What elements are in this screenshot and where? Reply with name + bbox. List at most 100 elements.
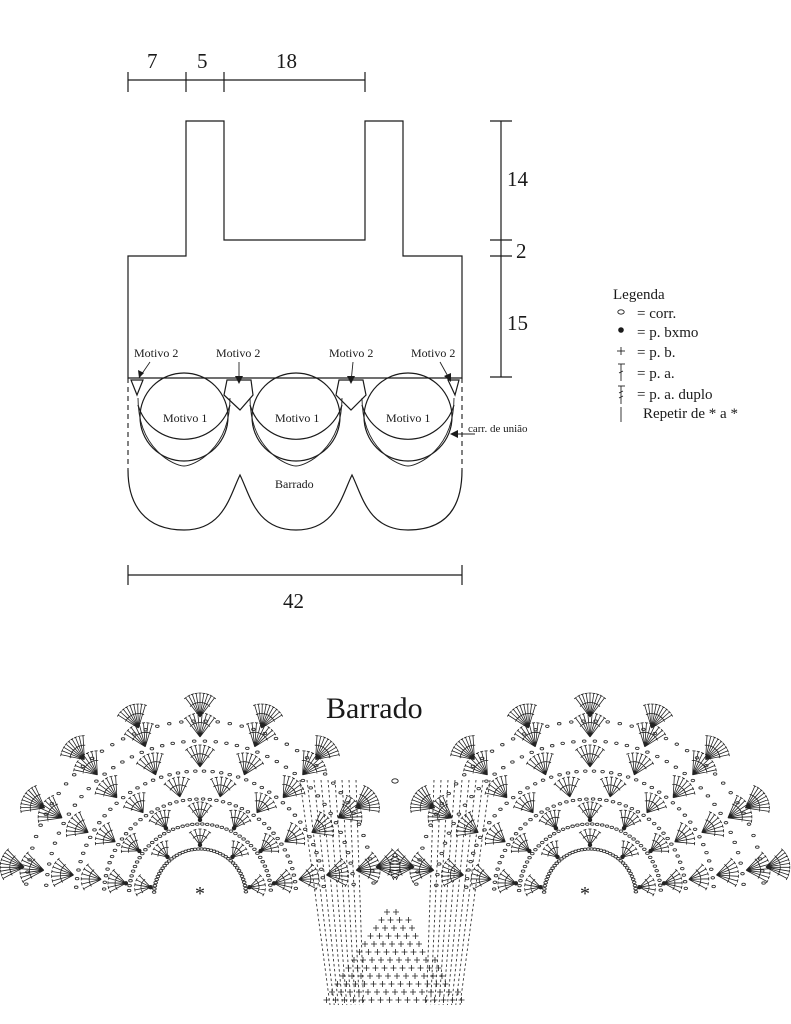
stitch-fan	[484, 775, 508, 799]
stitch-fan	[644, 792, 667, 814]
barrado-label: Barrado	[275, 477, 314, 491]
stitch-fan	[298, 863, 320, 891]
slip-stitch-dot	[620, 854, 625, 860]
stitch-fan	[575, 744, 605, 768]
barrado-chart-title: Barrado	[326, 692, 423, 725]
repeat-mark-right: *	[580, 883, 590, 905]
slip-stitch-dot	[555, 854, 560, 860]
slip-stitch-icon	[618, 327, 624, 333]
dimension-label-5: 5	[197, 49, 208, 73]
stitch-fan	[688, 863, 710, 891]
stitch-fan	[525, 752, 554, 776]
motivo-1-label: Motivo 1	[386, 411, 430, 425]
stitch-fan	[470, 863, 492, 891]
stitch-fan	[573, 712, 607, 738]
stitch-fan	[355, 851, 381, 884]
motivo-1-label: Motivo 1	[163, 411, 207, 425]
stitch-fan	[185, 744, 215, 768]
stitch-fan	[311, 811, 335, 838]
garment-outline	[127, 120, 463, 379]
motivo-2-label: Motivo 2	[329, 346, 373, 360]
stitch-fan	[541, 840, 559, 858]
stitch-fan	[745, 851, 771, 884]
stitch-fan	[120, 832, 140, 853]
stitch-fan	[163, 776, 191, 798]
dimension-label-7: 7	[147, 49, 158, 73]
slip-stitch-dot	[648, 848, 653, 854]
slip-stitch-dot	[137, 848, 142, 854]
stitch-fan	[94, 822, 116, 846]
chain-row	[434, 739, 746, 887]
stitch-fan	[245, 722, 277, 748]
stitch-fan	[249, 874, 266, 897]
stitch-fan	[513, 792, 536, 814]
slip-stitch-dot	[258, 848, 263, 854]
bottom-dimension-line	[127, 565, 463, 585]
chain-row	[24, 719, 376, 886]
slip-stitch-dot	[587, 842, 593, 848]
chain-row	[463, 769, 716, 889]
slip-stitch-dot	[123, 881, 129, 886]
stitch-fan	[284, 822, 306, 846]
slip-stitch-dot	[637, 884, 642, 890]
stitch-fan	[60, 735, 86, 760]
slip-stitch-dot	[148, 884, 153, 890]
stitch-fan	[135, 752, 164, 776]
stitch-fan	[231, 840, 249, 858]
stitch-fan	[73, 750, 99, 776]
stitch-fan	[187, 801, 213, 821]
slip-stitch-dot	[621, 825, 627, 831]
motivo-2-label: Motivo 2	[216, 346, 260, 360]
stitch-fan	[691, 750, 717, 776]
stitch-fan	[513, 722, 545, 748]
stitch-fan	[573, 692, 607, 718]
stitch-fan	[639, 874, 656, 897]
motivo-2-label: Motivo 2	[411, 346, 455, 360]
legend-item-double-crochet: = p. a.	[637, 366, 675, 382]
stitch-fan	[148, 809, 171, 829]
chain-row	[151, 847, 249, 894]
stitch-fan	[337, 794, 363, 823]
legend-item-treble-crochet: = p. a. duplo	[637, 387, 713, 403]
union-arrow-head	[450, 430, 458, 438]
dimension-label-42: 42	[283, 589, 304, 613]
dimension-label-2: 2	[516, 239, 527, 263]
slip-stitch-dot	[197, 842, 203, 848]
dimension-label-14: 14	[507, 167, 529, 191]
start-chain-icon	[391, 778, 399, 784]
stitch-fan	[674, 822, 696, 846]
motivo-1-circles	[137, 372, 455, 467]
stitch-fan	[151, 840, 169, 858]
legend-title: Legenda	[613, 287, 665, 303]
stitch-fan	[578, 828, 602, 846]
slip-stitch-dot	[587, 817, 593, 823]
stitch-fan	[19, 851, 45, 884]
stitch-fan	[441, 857, 464, 887]
stitch-fan	[626, 752, 655, 776]
slip-stitch-dot	[197, 817, 203, 823]
slip-stitch-dot	[230, 854, 235, 860]
stitch-fan	[80, 863, 102, 891]
legend-item-slip-stitch: = p. bxmo	[637, 325, 698, 341]
stitch-fan	[765, 848, 791, 881]
slip-stitch-dot	[538, 884, 543, 890]
stitch-fan	[183, 712, 217, 738]
stitch-fan	[260, 832, 280, 853]
single-crochet-icon	[617, 347, 625, 355]
dimension-label-15: 15	[507, 311, 528, 335]
stitch-fan	[663, 868, 683, 894]
chain-row	[126, 822, 274, 893]
stitch-fan	[314, 735, 340, 760]
stitch-fan	[375, 848, 401, 881]
stitch-fan	[188, 828, 212, 846]
stitch-fan	[599, 776, 627, 798]
stitch-fan	[463, 750, 489, 776]
stitch-fan	[427, 794, 453, 823]
legend-repeat-text: Repetir de * a *	[643, 406, 738, 422]
stitch-fan	[410, 785, 436, 813]
stitch-fan	[229, 809, 252, 829]
stitch-fan	[650, 832, 670, 853]
stitch-fan	[354, 785, 380, 813]
stitch-fan	[510, 832, 530, 853]
motivo-2-label: Motivo 2	[134, 346, 178, 360]
